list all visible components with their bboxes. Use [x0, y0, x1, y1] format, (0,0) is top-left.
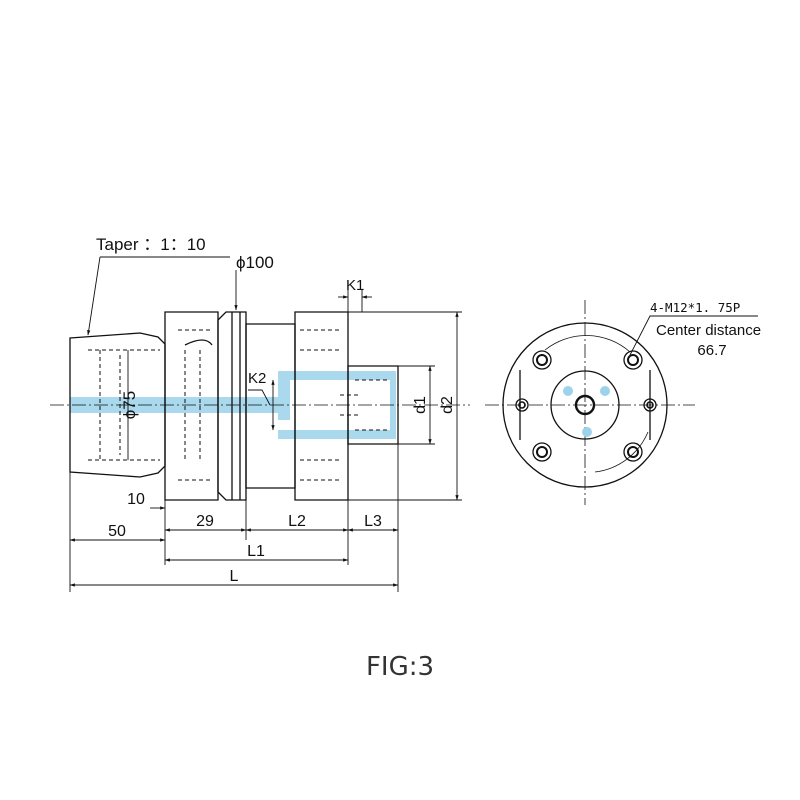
dim-l3-label: L3 [364, 513, 382, 530]
taper-label: Taper ：1：10 [96, 235, 206, 254]
dim-l2-label: L2 [288, 513, 306, 530]
k1-label: K1 [346, 277, 364, 294]
mounting-holes [515, 350, 657, 462]
front-view [485, 300, 758, 505]
figure-caption: FIG:3 [366, 652, 434, 682]
dim-10-label: 10 [127, 491, 145, 508]
dim-l1-label: L1 [247, 543, 265, 560]
dim-l-label: L [230, 568, 239, 585]
dimension-lines [69, 295, 459, 587]
taper-nose-hidden [88, 349, 160, 461]
d1-label: d1 [412, 396, 429, 414]
center-boss [550, 370, 620, 440]
diameter-100-label: ϕ100 [236, 253, 274, 272]
k2-label: K2 [248, 370, 266, 387]
outer-flange [502, 322, 668, 488]
coupling-hidden [300, 329, 342, 481]
dim-29-label: 29 [196, 513, 214, 530]
diameter-75-label: ϕ75 [120, 391, 139, 419]
coupling-block [294, 311, 349, 501]
thread-leader [629, 315, 758, 356]
side-view [50, 256, 470, 592]
d2-label: d2 [439, 396, 456, 414]
leader-lines [87, 256, 271, 406]
dim-50-label: 50 [108, 523, 126, 540]
center-distance-label: Center distance [656, 322, 761, 339]
flange-hidden [178, 329, 210, 481]
flange-body [164, 311, 219, 501]
center-bore [574, 394, 596, 416]
thread-spec-label: 4-M12*1. 75P [650, 300, 740, 315]
center-distance-value: 66.7 [697, 342, 726, 359]
extension-lines [69, 290, 462, 592]
flange-groove [184, 339, 213, 346]
coolant-ports [563, 386, 610, 437]
